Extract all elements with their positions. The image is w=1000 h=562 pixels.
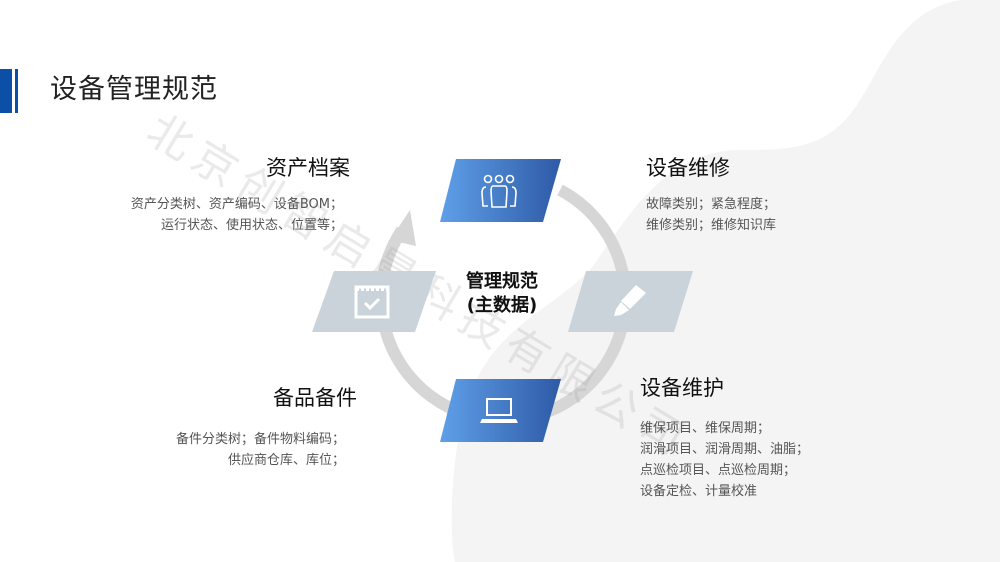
center-title-line2: (主数据) (466, 295, 538, 316)
title-accent-bar (0, 69, 12, 113)
desc-line: 点巡检项目、点巡检周期； (640, 463, 797, 478)
section-desc-equipment-maintenance: 维保项目、维保周期； 润滑项目、润滑周期、油脂； 点巡检项目、点巡检周期； 设备… (640, 418, 809, 502)
laptop-icon (480, 398, 518, 423)
pen-icon (614, 285, 646, 316)
shape-asset-archive (310, 271, 438, 333)
section-desc-asset-archive: 资产分类树、资产编码、设备BOM； 运行状态、使用状态、位置等； (131, 194, 343, 236)
section-title-spare-parts: 备品备件 (273, 386, 357, 410)
section-title-asset-archive: 资产档案 (266, 156, 350, 180)
desc-line: 运行状态、使用状态、位置等； (160, 218, 343, 233)
section-desc-spare-parts: 备件分类树；备件物料编码； 供应商仓库、库位； (176, 429, 345, 471)
desc-line: 设备定检、计量校准 (640, 484, 758, 499)
team-people-icon (481, 174, 517, 208)
center-title-line1: 管理规范 (466, 271, 538, 292)
calendar-check-icon (354, 285, 390, 319)
desc-line: 资产分类树、资产编码、设备BOM； (130, 197, 343, 212)
section-title-equipment-maintenance: 设备维护 (640, 376, 724, 400)
desc-line: 维保项目、维保周期； (640, 421, 771, 436)
shape-spare-parts (438, 379, 563, 443)
shape-equipment-maintenance (566, 271, 694, 333)
desc-line: 故障类别；紧急程度； (646, 197, 777, 212)
section-desc-equipment-repair: 故障类别；紧急程度； 维修类别；维修知识库 (646, 194, 776, 236)
page-title: 设备管理规范 (50, 74, 218, 105)
desc-line: 维修类别；维修知识库 (646, 218, 777, 233)
center-title: 管理规范 (主数据) (440, 270, 564, 318)
desc-line: 供应商仓库、库位； (227, 453, 345, 468)
section-title-equipment-repair: 设备维修 (646, 156, 730, 180)
title-accent-line (15, 69, 18, 113)
desc-line: 润滑项目、润滑周期、油脂； (640, 442, 810, 457)
shape-equipment-repair (438, 159, 563, 223)
desc-line: 备件分类树；备件物料编码； (175, 432, 345, 447)
